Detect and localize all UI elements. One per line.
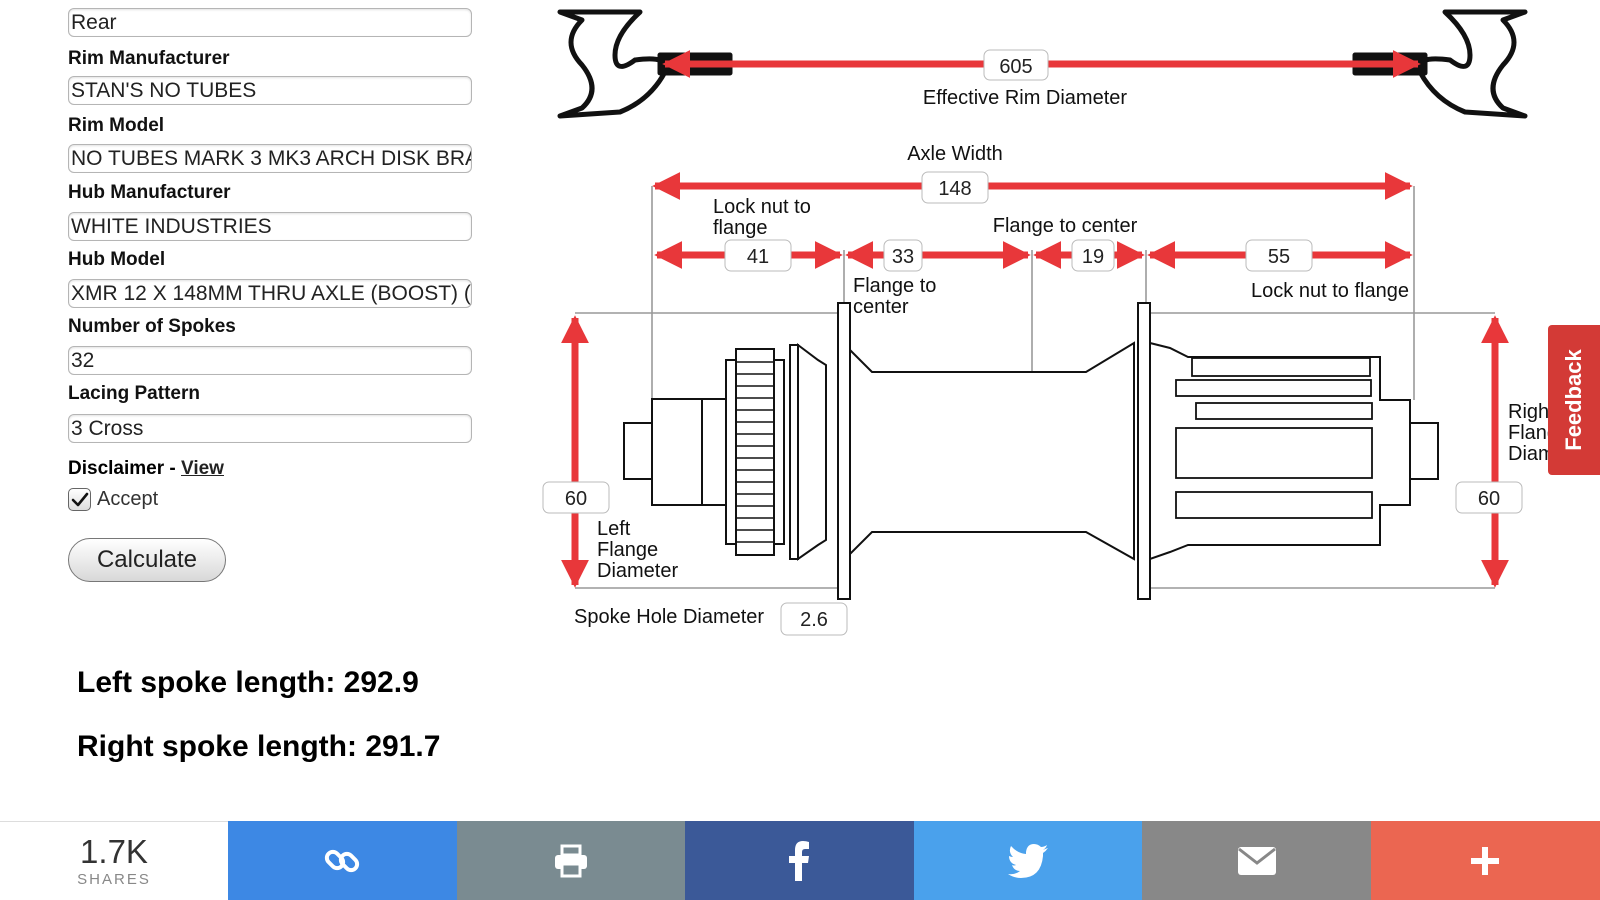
effective-rim-diameter-value: 605 <box>999 56 1032 78</box>
rim-model-label: Rim Model <box>68 115 165 136</box>
spoke-hole-diameter-label: Spoke Hole Diameter <box>574 606 764 628</box>
email-icon <box>1237 846 1276 875</box>
right-rim-profile-icon <box>1352 9 1528 119</box>
share-bar: 1.7K SHARES <box>0 821 1600 900</box>
share-count: 1.7K SHARES <box>0 821 228 900</box>
left-flange-to-center-label-2: center <box>853 296 909 318</box>
left-flange-diameter-label-3: Diameter <box>597 560 678 582</box>
disclaimer-view-link[interactable]: View <box>181 458 224 479</box>
email-share-button[interactable] <box>1142 821 1371 900</box>
right-locknut-to-flange-label: Lock nut to flange <box>1251 280 1409 302</box>
wheel-position-select[interactable]: Rear <box>68 8 472 37</box>
hub-drawing-icon <box>623 302 1439 600</box>
left-flange-to-center-label-1: Flange to <box>853 275 936 297</box>
hub-manufacturer-select[interactable]: WHITE INDUSTRIES <box>68 212 472 241</box>
plus-icon <box>1471 846 1500 875</box>
print-button[interactable] <box>456 821 686 900</box>
number-of-spokes-select[interactable]: 32 <box>68 346 472 375</box>
right-flange-to-center-value: 19 <box>1082 246 1104 268</box>
spoke-hole-diameter-value: 2.6 <box>800 609 828 631</box>
rim-manufacturer-select[interactable]: STAN'S NO TUBES <box>68 76 472 105</box>
twitter-share-button[interactable] <box>913 821 1143 900</box>
left-locknut-to-flange-label-1: Lock nut to <box>713 196 811 218</box>
feedback-label: Feedback <box>1561 349 1586 451</box>
right-flange-diameter-value: 60 <box>1478 488 1500 510</box>
facebook-share-button[interactable] <box>685 821 914 900</box>
axle-width-value: 148 <box>938 178 971 200</box>
disclaimer: Disclaimer - View <box>68 458 224 480</box>
share-count-label: SHARES <box>77 870 151 888</box>
copy-link-button[interactable] <box>228 821 457 900</box>
facebook-icon <box>789 840 810 881</box>
axle-width-label: Axle Width <box>907 143 1003 165</box>
rim-manufacturer-label: Rim Manufacturer <box>68 48 230 69</box>
calculate-button[interactable]: Calculate <box>68 538 226 582</box>
accept-row: Accept <box>68 488 158 511</box>
share-count-number: 1.7K <box>80 832 148 870</box>
left-flange-to-center-value: 33 <box>892 246 914 268</box>
left-flange-diameter-value: 60 <box>565 488 587 510</box>
feedback-tab[interactable]: Feedback <box>1548 325 1600 475</box>
right-flange-to-center-label: Flange to center <box>993 215 1138 237</box>
accept-checkbox[interactable] <box>68 488 91 511</box>
lacing-pattern-label: Lacing Pattern <box>68 383 200 404</box>
left-locknut-to-flange-value: 41 <box>747 246 769 268</box>
checkmark-icon <box>71 492 88 506</box>
printer-icon <box>554 844 587 877</box>
left-flange-diameter-label-2: Flange <box>597 539 658 561</box>
hub-manufacturer-label: Hub Manufacturer <box>68 182 231 203</box>
link-icon <box>325 849 360 872</box>
more-share-button[interactable] <box>1370 821 1600 900</box>
disclaimer-label: Disclaimer - <box>68 458 181 479</box>
right-spoke-length-result: Right spoke length: 291.7 <box>77 730 441 763</box>
number-of-spokes-label: Number of Spokes <box>68 316 236 337</box>
hub-model-label: Hub Model <box>68 249 166 270</box>
hub-model-select[interactable]: XMR 12 X 148MM THRU AXLE (BOOST) (32H) <box>68 279 472 308</box>
left-rim-profile-icon <box>557 9 733 119</box>
twitter-icon <box>1008 843 1049 878</box>
effective-rim-diameter-label: Effective Rim Diameter <box>923 87 1127 109</box>
dimension-guide-lines <box>575 186 1495 589</box>
right-locknut-to-flange-value: 55 <box>1268 246 1290 268</box>
lacing-pattern-select[interactable]: 3 Cross <box>68 414 472 443</box>
left-flange-diameter-label-1: Left <box>597 518 631 540</box>
left-spoke-length-result: Left spoke length: 292.9 <box>77 666 419 699</box>
accept-label: Accept <box>97 488 159 510</box>
rim-model-select[interactable]: NO TUBES MARK 3 MK3 ARCH DISK BRAKE <box>68 144 472 173</box>
left-locknut-to-flange-label-2: flange <box>713 217 768 239</box>
